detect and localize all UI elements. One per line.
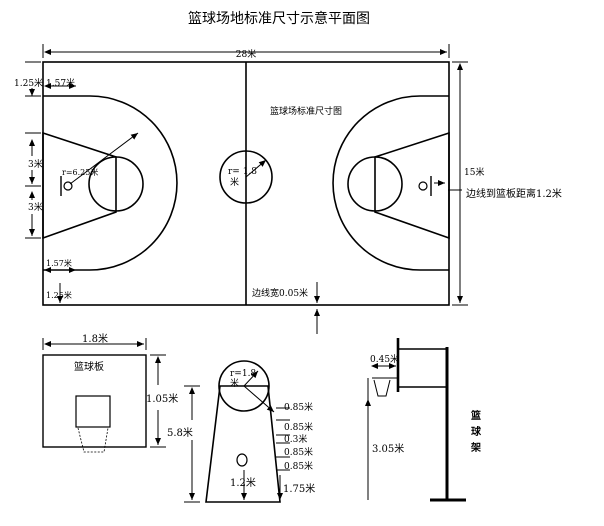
backboard-outline	[42, 354, 147, 448]
three-point-arc-left	[43, 95, 178, 271]
key-diagram	[184, 360, 290, 503]
three-point-radius-arrow	[69, 132, 139, 185]
dim-3-upper-label: 3米	[28, 158, 43, 170]
backboard-label: 篮球板	[74, 360, 104, 373]
three-point-arc-right	[332, 95, 449, 271]
key-area-left	[42, 131, 117, 240]
line-width-label: 边线宽0.05米	[252, 287, 308, 299]
free-throw-circle-left	[88, 156, 144, 212]
key-circle	[218, 360, 270, 412]
key-hoop	[236, 453, 248, 467]
free-throw-circle-right	[347, 156, 403, 212]
key-mark-4: 0.85米	[284, 446, 313, 458]
stand-hoop	[372, 377, 398, 397]
backboard-target-box	[75, 395, 111, 428]
center-radius-label-a: r= 1.8	[228, 167, 257, 177]
stand-reach-label: 0.45米	[370, 353, 399, 365]
backboard-diagram	[42, 338, 166, 453]
center-radius-arrow	[245, 159, 267, 178]
court-width-label: 15米	[464, 166, 484, 178]
key-bottom-gap-label: 1.75米	[283, 482, 315, 495]
backboard-net	[77, 427, 109, 453]
key-mark-2: 0.85米	[284, 421, 313, 433]
dim-157-top-label: 1.57米	[46, 77, 75, 89]
key-area-right	[374, 131, 450, 240]
stand-label: 篮球架	[469, 409, 482, 458]
baseline-to-board-label: 边线到篮板距离1.2米	[466, 187, 562, 200]
court-inner-title: 篮球场标准尺寸图	[270, 105, 342, 117]
stand-diagram	[365, 338, 466, 502]
hoop-left	[63, 181, 73, 191]
backboard-height-label: 1.05米	[146, 392, 178, 405]
dim-125-top-label: 1.25米	[14, 77, 43, 89]
key-radius-label-b: 米	[230, 377, 239, 389]
stand-height-label: 3.05米	[372, 442, 404, 455]
center-circle	[219, 150, 273, 204]
key-mark-3: 0.3米	[284, 433, 307, 445]
key-mark-1: 0.85米	[284, 401, 313, 413]
dim-157-bottom-label: 1.57米	[46, 258, 72, 268]
court-diagram	[42, 61, 450, 306]
dim-125-bottom-label: 1.25米	[46, 290, 72, 300]
dim-3-lower-label: 3米	[28, 201, 43, 213]
three-point-radius-label: r=6.25米	[62, 167, 98, 177]
page-title: 篮球场地标准尺寸示意平面图	[188, 10, 370, 27]
backboard-width-label: 1.8米	[82, 332, 108, 345]
key-top-width-label: 1.2米	[230, 476, 256, 489]
hoop-right	[418, 181, 428, 191]
center-radius-label-b: 米	[230, 176, 239, 188]
court-length-label: 28米	[236, 48, 256, 60]
key-depth-label: 5.8米	[167, 426, 193, 439]
key-mark-5: 0.85米	[284, 460, 313, 472]
key-radius-label-a: r=1.8	[230, 369, 256, 379]
key-trapezoid	[205, 385, 281, 503]
